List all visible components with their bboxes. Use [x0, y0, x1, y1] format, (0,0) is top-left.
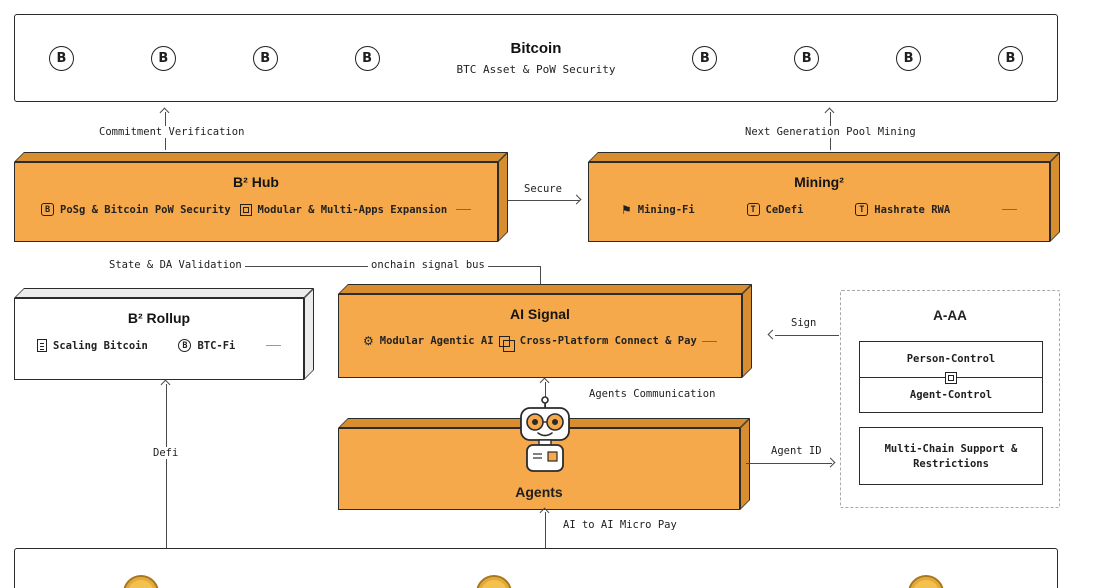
b2-hub-box: B² Hub B PoSg & Bitcoin PoW Security Mod…: [14, 152, 508, 242]
box-edge: [742, 284, 752, 378]
hub-item-label: PoSg & Bitcoin PoW Security: [60, 203, 231, 216]
mining-item-miningfi: ⚑ Mining-Fi: [621, 204, 695, 216]
arrow-right-icon: [825, 457, 836, 468]
box-edge: [338, 284, 752, 294]
agent-control-row: Agent-Control: [909, 388, 993, 401]
control-modes-box: Person-Control Agent-Control: [859, 341, 1043, 413]
label-state-da-validation: State & DA Validation: [106, 259, 245, 271]
box-edge: [588, 152, 1060, 162]
mining-item-label: Hashrate RWA: [874, 203, 951, 216]
box-edge: [498, 152, 508, 242]
multichain-support-box: Multi-Chain Support & Restrictions: [859, 427, 1043, 485]
label-secure: Secure: [521, 183, 565, 195]
arrow-up-icon: [824, 107, 835, 118]
bitcoin-icon: B: [252, 45, 278, 71]
box-edge: [14, 152, 508, 162]
box-edge: [304, 288, 314, 380]
more-dash: [265, 345, 281, 346]
hub-item-label: Modular & Multi-Apps Expansion: [257, 203, 448, 216]
hub-item-posg: B PoSg & Bitcoin PoW Security: [41, 203, 231, 216]
document-icon: [37, 339, 47, 352]
more-dash: [1002, 209, 1017, 210]
bitcoin-icon: B: [354, 45, 380, 71]
flag-icon: ⚑: [621, 202, 632, 217]
mining-item-label: Mining-Fi: [637, 203, 695, 216]
switch-icon: [945, 371, 957, 384]
arrow-up-icon: [159, 107, 170, 118]
ai-item-modular-agentic: ⚙ Modular Agentic AI: [363, 335, 494, 347]
mining-item-label: CeDefi: [765, 203, 804, 216]
rollup-item-btcfi: B BTC-Fi: [178, 339, 235, 352]
more-dash: [701, 340, 717, 342]
rollup-item-scaling: Scaling Bitcoin: [37, 339, 148, 352]
arrow-up-icon: [539, 377, 550, 388]
bitcoin-subtitle: BTC Asset & PoW Security: [456, 63, 616, 76]
label-defi: Defi: [150, 447, 182, 459]
arrow-right-icon: [571, 194, 582, 205]
b2-hub-title: B² Hub: [233, 174, 279, 190]
mining-item-cedefi: T CeDefi: [746, 203, 804, 216]
bitcoin-layer-panel: B B B B Bitcoin BTC Asset & PoW Security…: [14, 14, 1058, 102]
cross-platform-icon: [498, 335, 515, 352]
label-next-gen-pool-mining: Next Generation Pool Mining: [742, 126, 919, 138]
mining2-box: Mining² ⚑ Mining-Fi T CeDefi T Hashrate …: [588, 152, 1060, 242]
connector-sign: [775, 335, 839, 336]
token-badge-icon: T: [855, 203, 869, 216]
connector-micro-pay: [545, 512, 546, 548]
token-badge-icon: T: [746, 203, 760, 216]
rollup-item-label: Scaling Bitcoin: [53, 339, 148, 352]
label-onchain-signal-bus: onchain signal bus: [368, 259, 488, 271]
label-sign: Sign: [788, 317, 820, 329]
ai-item-label: Cross-Platform Connect & Pay: [519, 335, 697, 347]
agents-title: Agents: [515, 484, 563, 500]
bitcoin-title: Bitcoin: [510, 40, 562, 57]
ai-item-cross-platform: Cross-Platform Connect & Pay: [498, 335, 697, 352]
gear-icon: ⚙: [363, 334, 374, 348]
coin-icon: [123, 575, 159, 588]
bitcoin-icon: B: [997, 45, 1023, 71]
ai-signal-title: AI Signal: [510, 306, 570, 322]
bitcoin-icon: B: [794, 45, 820, 71]
coin-icon: [476, 575, 512, 588]
box-edge: [740, 418, 750, 510]
connector-defi: [166, 384, 167, 548]
connector-secure: [508, 200, 580, 201]
label-commitment-verification: Commitment Verification: [96, 126, 248, 138]
bitcoin-layer-heading: Bitcoin BTC Asset & PoW Security: [457, 40, 616, 76]
multichain-line: Restrictions: [913, 457, 989, 470]
label-ai-to-ai-micro-pay: AI to AI Micro Pay: [560, 519, 680, 531]
multichain-line: Multi-Chain Support &: [884, 442, 1018, 455]
ai-item-label: Modular Agentic AI: [379, 335, 494, 347]
module-icon: [239, 203, 252, 216]
bitcoin-icon: B: [896, 45, 922, 71]
bitcoin-icon: B: [692, 45, 718, 71]
arrow-up-icon: [160, 379, 171, 390]
mining-item-hashrate: T Hashrate RWA: [855, 203, 950, 216]
hub-item-modular: Modular & Multi-Apps Expansion: [239, 203, 448, 216]
bitcoin-icon: B: [49, 45, 74, 71]
arrow-left-icon: [767, 329, 778, 340]
rollup-item-label: BTC-Fi: [197, 339, 236, 352]
robot-agent-icon: [504, 394, 586, 482]
bitcoin-badge-icon: B: [41, 203, 54, 216]
a-aa-title: A-AA: [933, 308, 967, 323]
coin-icon: [908, 575, 944, 588]
control-divider: [860, 371, 1042, 384]
b2-rollup-title: B² Rollup: [127, 310, 191, 326]
label-agents-communication: Agents Communication: [586, 388, 719, 400]
bitcoin-icon: B: [150, 45, 176, 71]
bitcoin-badge-icon: B: [178, 339, 192, 352]
b2-rollup-box: B² Rollup Scaling Bitcoin B BTC-Fi: [14, 288, 314, 380]
connector-agent-id: [746, 463, 832, 464]
ai-signal-box: AI Signal ⚙ Modular Agentic AI Cross-Pla…: [338, 284, 752, 378]
mining2-title: Mining²: [794, 174, 844, 190]
box-edge: [14, 288, 314, 298]
label-agent-id: Agent ID: [768, 445, 825, 457]
a-aa-box: A-AA Person-Control Agent-Control Multi-…: [840, 290, 1060, 508]
connector-signal-bus-drop: [540, 266, 541, 284]
person-control-row: Person-Control: [906, 353, 996, 366]
more-dash: [456, 209, 471, 210]
bottom-layer-panel: [14, 548, 1058, 588]
box-edge: [1050, 152, 1060, 242]
